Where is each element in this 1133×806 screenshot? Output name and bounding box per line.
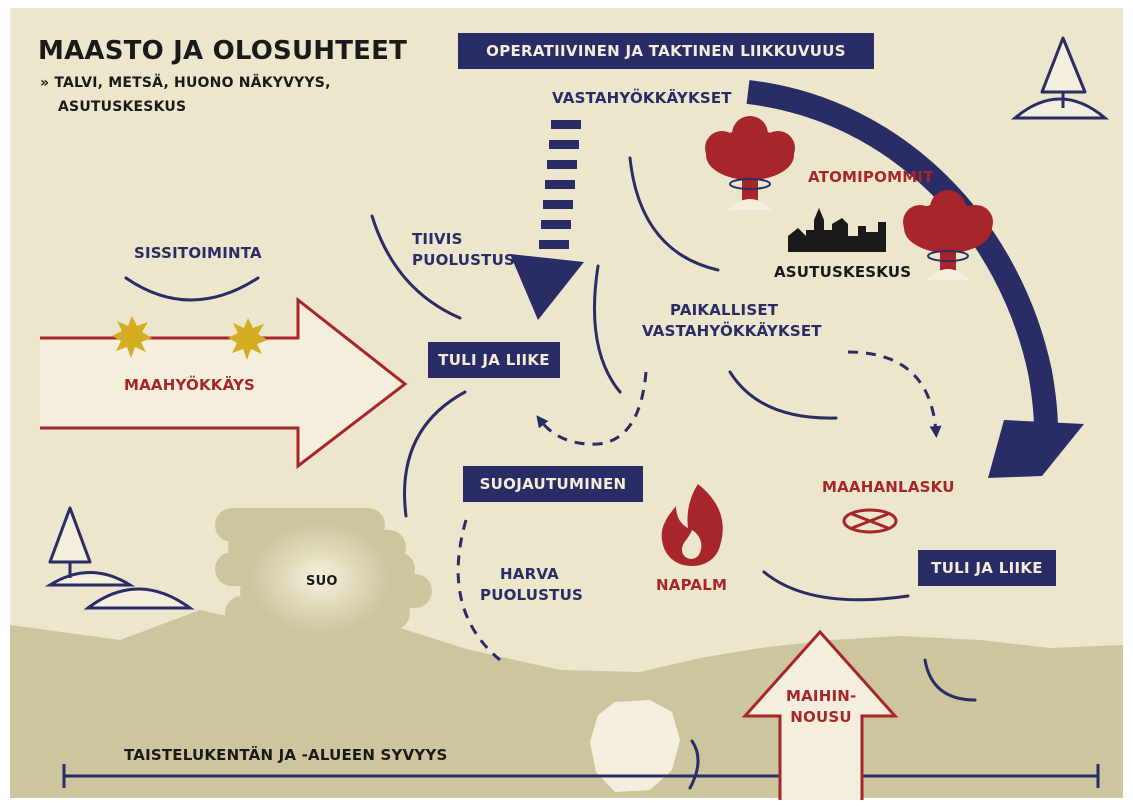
- sparse-defense-label: HARVA PUOLUSTUS: [480, 564, 583, 606]
- mobility-curved-arrow: [746, 80, 1058, 431]
- depth-axis: [62, 764, 1100, 788]
- napalm-label: NAPALM: [656, 576, 728, 594]
- page-title: MAASTO JA OLOSUHTEET: [38, 36, 408, 66]
- sparse-defense-line-1: HARVA: [500, 565, 559, 583]
- defense-arcs: [124, 156, 977, 790]
- boulder: [590, 700, 680, 792]
- swamp-label: SUO: [306, 574, 338, 589]
- amphibious-landing-arrow: [741, 629, 899, 800]
- mobility-box: OPERATIIVINEN JA TAKTINEN LIIKKUVUUS: [458, 33, 874, 69]
- local-counterattacks-line-1: PAIKALLISET: [670, 301, 779, 319]
- dense-defense-line-1: TIIVIS: [412, 230, 463, 248]
- local-counterattacks-label: PAIKALLISET VASTAHYÖKKÄYKSET: [642, 300, 822, 342]
- fire-and-movement-box-1: TULI JA LIIKE: [428, 342, 560, 378]
- page-subtitle-2: ASUTUSKESKUS: [58, 99, 187, 115]
- tree-icon: [1010, 36, 1110, 120]
- settlement-label: ASUTUSKESKUS: [774, 263, 912, 281]
- airborne-landing-label: MAAHANLASKU: [822, 478, 955, 496]
- fire-and-movement-box-2: TULI JA LIIKE: [918, 550, 1056, 586]
- swamp: [215, 508, 432, 648]
- counterattack-arrow: [510, 120, 584, 320]
- page-subtitle: » TALVI, METSÄ, HUONO NÄKYVYYS,: [40, 75, 331, 91]
- dense-defense-label: TIIVIS PUOLUSTUS: [412, 229, 515, 271]
- local-counterattacks-line-2: VASTAHYÖKKÄYKSET: [642, 322, 822, 340]
- protection-box: SUOJAUTUMINEN: [463, 466, 643, 502]
- amphibious-line-1: MAIHIN-: [786, 687, 857, 705]
- explosion-icon: [112, 316, 268, 360]
- atomic-bomb-icon: [903, 190, 993, 280]
- dense-defense-line-2: PUOLUSTUS: [412, 251, 515, 269]
- city-skyline-icon: [788, 208, 886, 252]
- depth-axis-label: TAISTELUKENTÄN JA -ALUEEN SYVYYS: [124, 746, 448, 764]
- amphibious-landing-label: MAIHIN- NOUSU: [786, 686, 856, 728]
- guerrilla-label: SISSITOIMINTA: [134, 244, 262, 262]
- atomic-bombs-label: ATOMIPOMMIT: [808, 168, 934, 186]
- napalm-flame-icon: [661, 484, 723, 566]
- dashed-arcs: [456, 350, 942, 662]
- sparse-defense-line-2: PUOLUSTUS: [480, 586, 583, 604]
- ground-attack-label: MAAHYÖKKÄYS: [124, 376, 256, 394]
- atomic-bomb-icon: [705, 116, 795, 210]
- tree-icon: [44, 506, 195, 610]
- counterattacks-label: VASTAHYÖKKÄYKSET: [552, 89, 732, 107]
- amphibious-line-2: NOUSU: [790, 708, 852, 726]
- landing-zone-icon: [842, 508, 898, 534]
